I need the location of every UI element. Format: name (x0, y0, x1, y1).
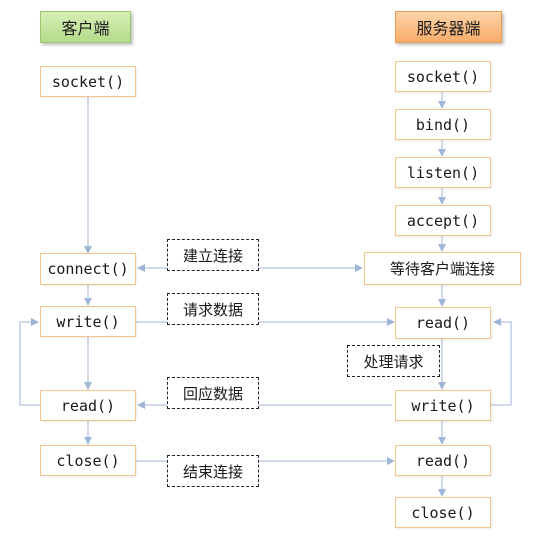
client-connect-box: connect() (40, 253, 136, 285)
server-read2-box: read() (395, 445, 491, 476)
arrow-server-loop (491, 318, 512, 406)
note-close-connection: 结束连接 (167, 455, 259, 487)
note-request-data: 请求数据 (167, 293, 259, 325)
server-socket-box: socket() (395, 61, 491, 92)
note-response-data: 回应数据 (167, 377, 259, 409)
arrow-client-loop (19, 318, 40, 406)
server-accept-box: accept() (395, 205, 491, 236)
server-close-box: close() (395, 497, 491, 528)
server-read-box: read() (395, 307, 491, 339)
server-header: 服务器端 (395, 11, 502, 43)
server-write-box: write() (395, 390, 491, 421)
server-listen-box: listen() (395, 157, 491, 188)
server-bind-box: bind() (395, 109, 491, 140)
client-read-box: read() (40, 390, 136, 421)
client-close-box: close() (40, 445, 136, 476)
note-process-request: 处理请求 (347, 345, 440, 377)
client-socket-box: socket() (40, 66, 136, 97)
client-write-box: write() (40, 306, 136, 337)
server-wait-box: 等待客户端连接 (364, 252, 521, 285)
note-establish-connection: 建立连接 (167, 239, 259, 271)
client-header: 客户端 (40, 11, 131, 43)
